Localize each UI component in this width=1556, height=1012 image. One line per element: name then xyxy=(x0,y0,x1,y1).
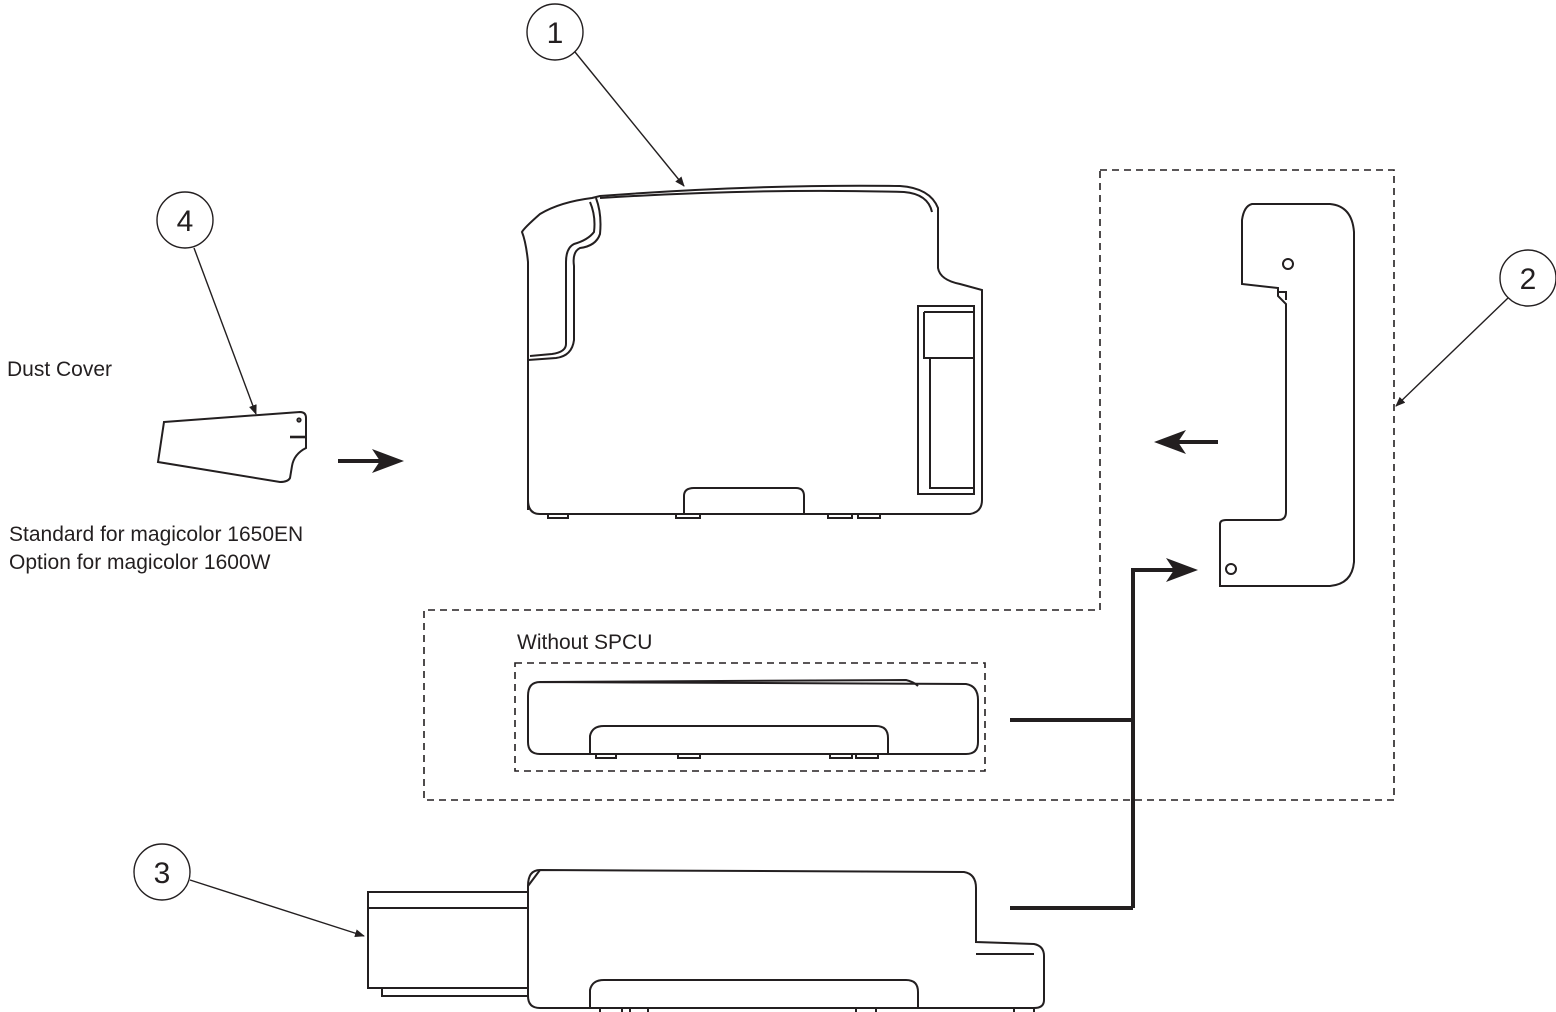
callout-2-number: 2 xyxy=(1520,263,1537,296)
lower-feeder-unit xyxy=(367,868,1045,1012)
dashed-group-outline xyxy=(423,169,1395,801)
connector-bracket-arrow xyxy=(1010,558,1198,910)
callout-3: 3 xyxy=(133,843,365,938)
dust-cover-arrow xyxy=(338,449,404,473)
callout-1: 1 xyxy=(526,3,685,187)
option-note: Option for magicolor 1600W xyxy=(9,551,271,574)
standard-note: Standard for magicolor 1650EN xyxy=(9,523,304,546)
base-without-spcu xyxy=(527,678,979,759)
dust-cover-label: Dust Cover xyxy=(7,358,113,381)
dust-cover-part xyxy=(156,410,307,484)
printer-main-unit xyxy=(520,184,983,519)
callout-2: 2 xyxy=(1395,249,1556,407)
side-panel-unit xyxy=(1219,203,1355,587)
side-panel-arrow xyxy=(1154,430,1218,454)
without-spcu-box xyxy=(514,662,986,772)
callout-4-number: 4 xyxy=(177,205,194,238)
callout-3-number: 3 xyxy=(154,857,171,890)
without-spcu-label: Without SPCU xyxy=(517,631,653,654)
callout-1-number: 1 xyxy=(547,17,564,50)
callout-4: 4 xyxy=(156,191,257,415)
